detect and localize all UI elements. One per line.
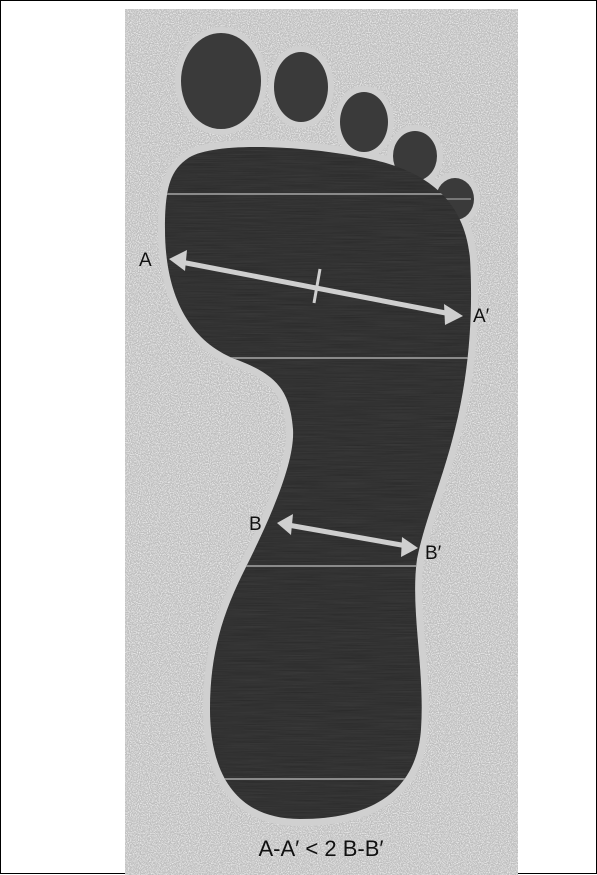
width-ratio-caption: A-A′ < 2 B-B′ xyxy=(258,836,383,861)
footprint-diagram: A A′ B B′ A-A′ < 2 B-B′ xyxy=(125,9,518,875)
label-b-prime: B′ xyxy=(425,543,442,564)
label-a-prime: A′ xyxy=(473,306,490,327)
second-toe xyxy=(274,52,328,122)
label-b: B xyxy=(249,514,262,535)
big-toe xyxy=(181,33,261,129)
footprint-panel: A A′ B B′ A-A′ < 2 B-B′ xyxy=(125,9,518,875)
label-a: A xyxy=(139,250,152,271)
third-toe xyxy=(340,92,388,152)
